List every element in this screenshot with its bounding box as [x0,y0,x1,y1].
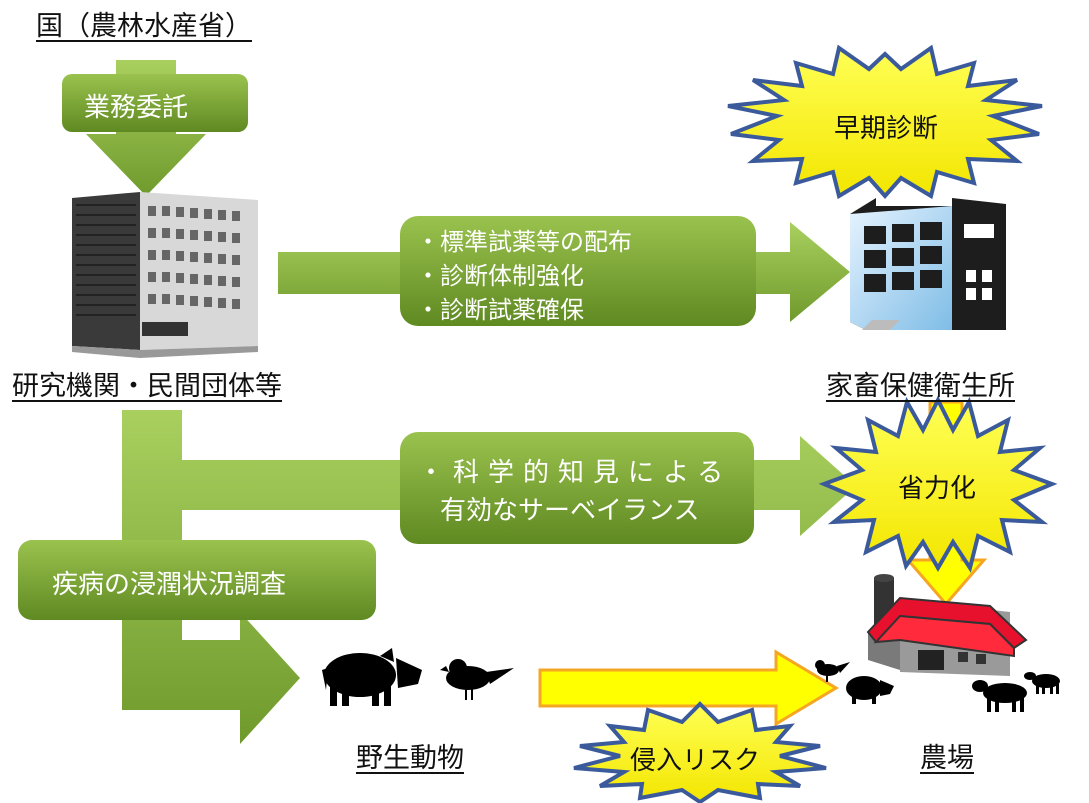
survey-text: 疾病の浸潤状況調査 [52,570,287,600]
boar-icon [322,648,422,706]
cattle-icons [972,672,1060,712]
early-diagnosis-burst [727,44,1043,200]
cow-icon [972,680,1027,712]
wildlife-label: 野生動物 [356,743,464,774]
bull-icon [1024,672,1060,694]
research-label: 研究機関・民間団体等 [12,371,282,402]
health-center-building-icon [850,198,1006,330]
early-diagnosis-text: 早期診断 [834,114,939,144]
labor-saving-text: 省力化 [898,474,977,504]
surveillance-line-2: 有効なサーベイランス [440,496,700,526]
ministry-label: 国（農林水産省） [36,11,252,42]
distribution-line-2: ・診断体制強化 [416,262,584,290]
distribution-line-1: ・標準試薬等の配布 [416,228,632,256]
commission-box [62,74,248,132]
surveillance-line-1: ・科学的知見による [418,458,733,488]
distribution-line-3: ・診断試薬確保 [416,296,584,324]
small-boar-icon [846,676,894,704]
survey-box [18,540,376,620]
distribution-box [400,216,756,326]
health-center-label: 家畜保健衛生所 [826,371,1015,402]
small-bird-icon [815,660,850,682]
intrusion-risk-text: 侵入リスク [630,746,761,776]
labor-saving-burst [818,395,1058,573]
surveillance-box [400,432,754,544]
intrusion-arrow [538,649,839,727]
research-building-icon [72,192,258,358]
bird-icon [440,659,514,700]
farm-label: 農場 [920,743,974,774]
farm-barn-icon [866,574,1028,676]
intrusion-risk-burst [573,701,827,803]
farm-wildlife-icons [815,660,894,704]
commission-text: 業務委託 [84,93,189,123]
